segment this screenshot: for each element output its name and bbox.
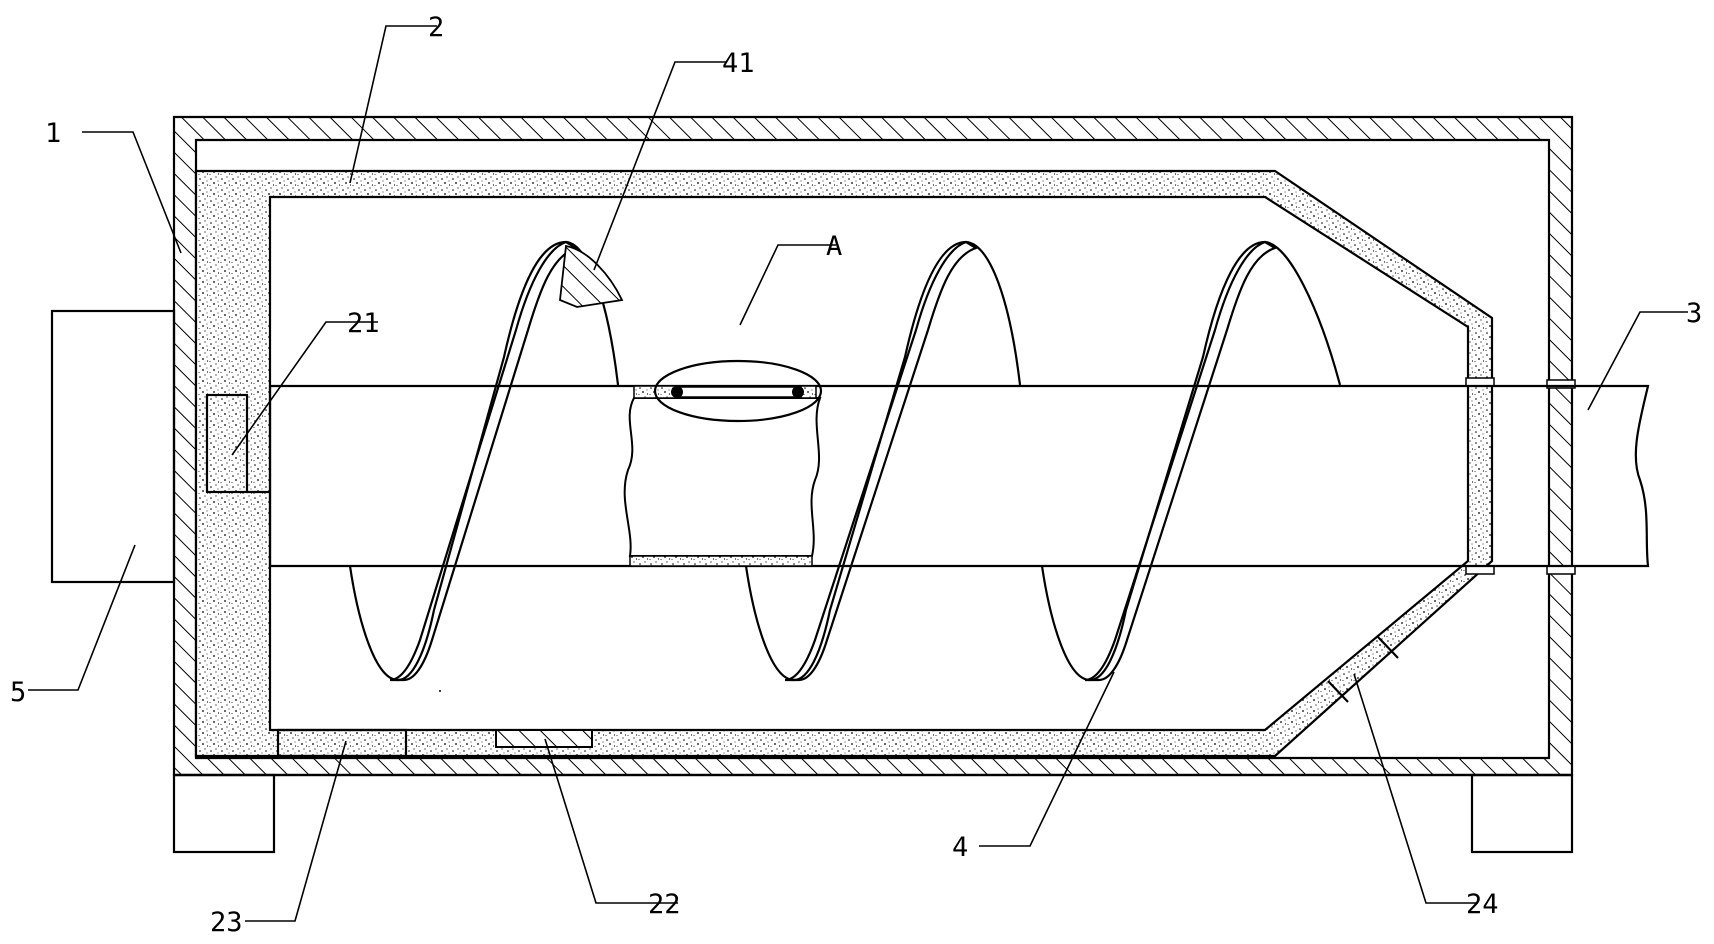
liner-upper-opening [1465, 377, 1495, 387]
right-wall-upper-opening [1546, 379, 1576, 389]
label-sensor-block: 21 [347, 308, 380, 339]
shaft-cutaway [623, 397, 822, 567]
motor [50, 309, 176, 584]
callouts: 1 2 41 A 21 3 5 4 23 22 24 [10, 12, 1702, 938]
label-shaft: 3 [1686, 298, 1702, 329]
side-outlet-edge-2 [1377, 636, 1399, 659]
detail-a-ellipse [653, 359, 823, 423]
blade-section-41 [559, 244, 624, 308]
label-inner-liner: 2 [428, 12, 444, 43]
helical-blade-back [348, 240, 1342, 682]
liner-lower-opening [1465, 565, 1495, 575]
sensor-block [205, 393, 249, 494]
right-foot [1470, 773, 1574, 854]
label-discharge-outlet: 23 [210, 907, 243, 938]
label-housing: 1 [45, 118, 61, 149]
side-outlet-edge-1 [1327, 680, 1349, 703]
right-wall-lower-opening [1546, 565, 1576, 575]
shaft [268, 384, 1650, 568]
left-foot [172, 773, 276, 854]
label-bottom-plate: 22 [648, 889, 681, 920]
inner-liner [194, 169, 1494, 758]
label-detail-a: A [826, 231, 842, 262]
detail-a [633, 359, 823, 423]
label-side-outlet: 24 [1466, 889, 1499, 920]
label-blade-section: 41 [722, 48, 755, 79]
label-motor: 5 [10, 677, 26, 708]
label-helical-blade: 4 [952, 832, 968, 863]
helical-blade-front [389, 240, 1278, 682]
leader-lines [28, 25, 1688, 922]
bottom-plate [495, 729, 593, 748]
